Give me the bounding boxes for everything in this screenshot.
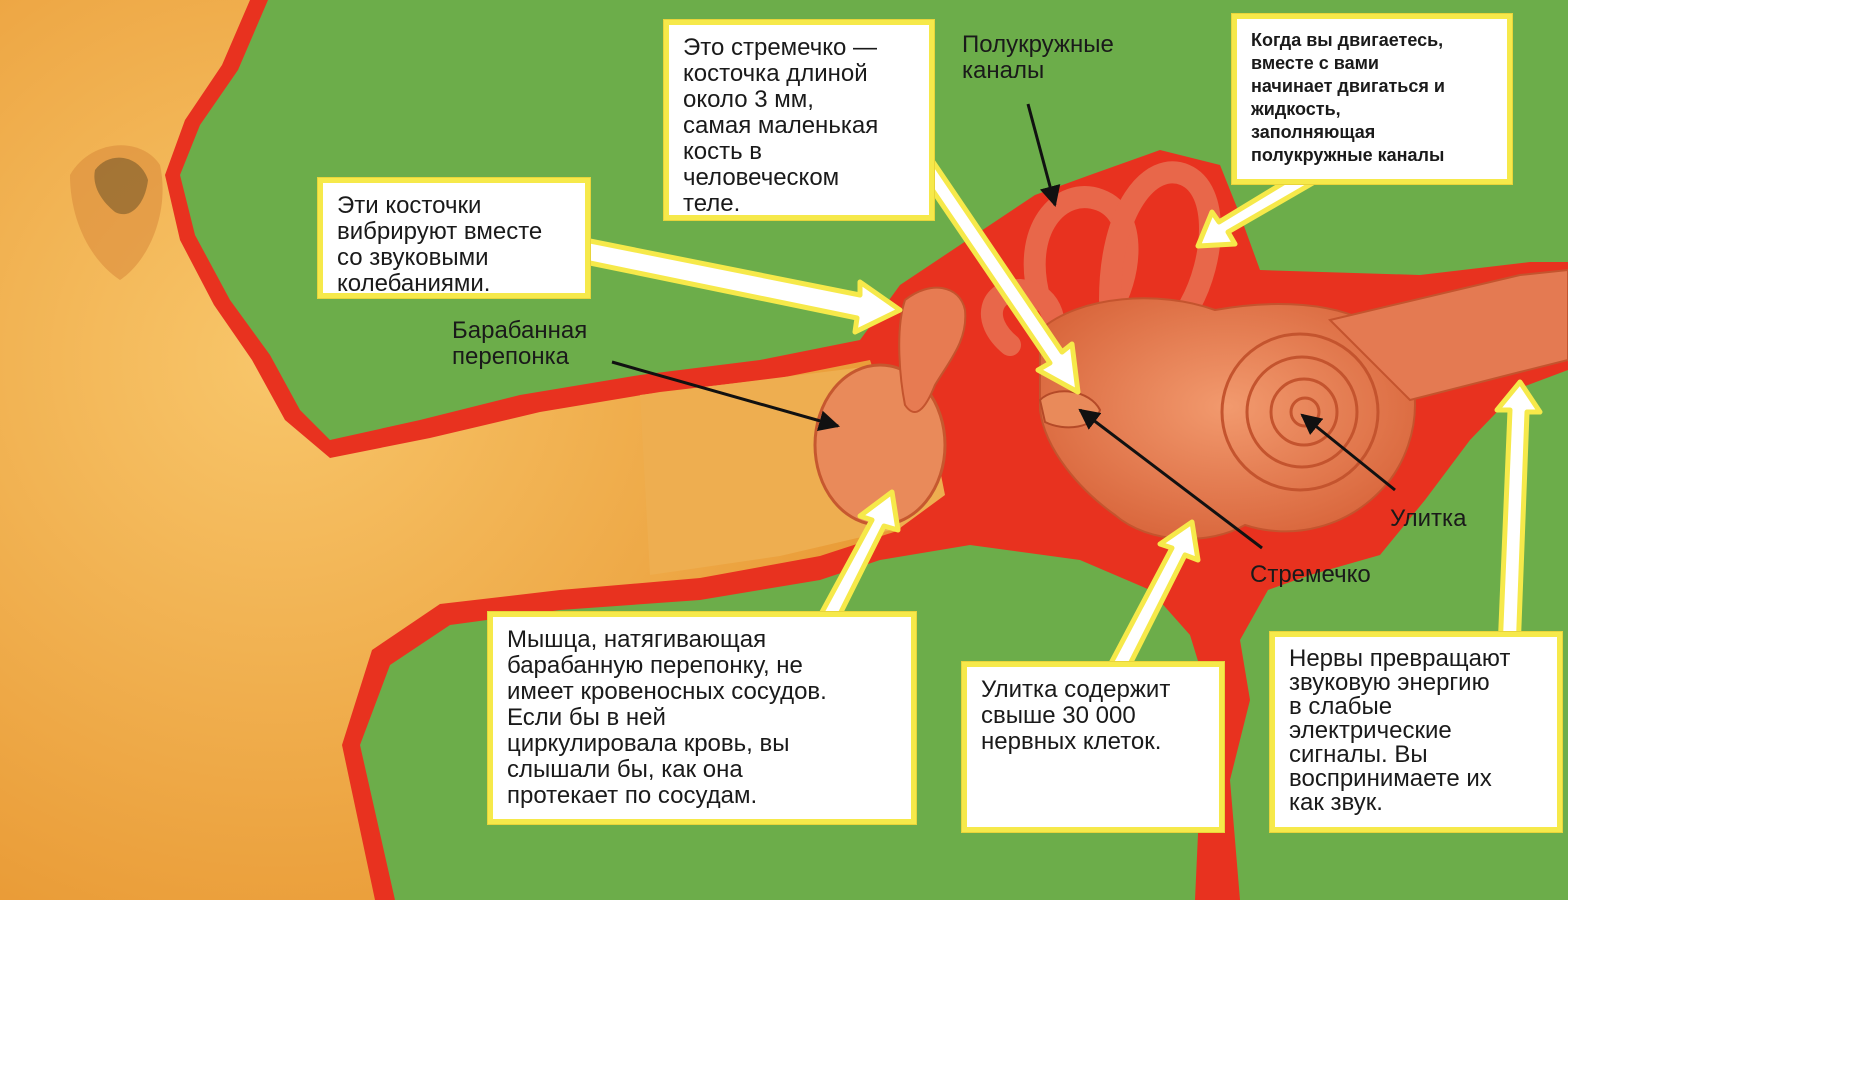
ear-anatomy-diagram: Эти косточки вибрируют вместе со звуковы… [0,0,1568,900]
label-semicircular-canals: Полукружные каналы [962,32,1114,84]
label-eardrum: Барабанная перепонка [452,318,587,370]
callout-canal-fluid: Когда вы двигаетесь, вместе с вами начин… [1232,14,1512,184]
pointer-ossicles [585,240,900,332]
callout-nerves: Нервы превращают звуковую энергию в слаб… [1270,632,1562,832]
label-stirrup: Стремечко [1250,562,1371,588]
callout-ossicles-vibrate: Эти косточки вибрируют вместе со звуковы… [318,178,590,298]
callout-stirrup-fact: Это стремечко — косточка длиной около 3 … [664,20,934,220]
arrow-semicircular [1028,104,1055,205]
callout-muscle-no-blood: Мышца, натягивающая барабанную перепонку… [488,612,916,824]
callout-cochlea-cells: Улитка содержит свыше 30 000 нервных кле… [962,662,1224,832]
pointer-nerves [1497,382,1540,652]
label-cochlea: Улитка [1390,506,1466,532]
